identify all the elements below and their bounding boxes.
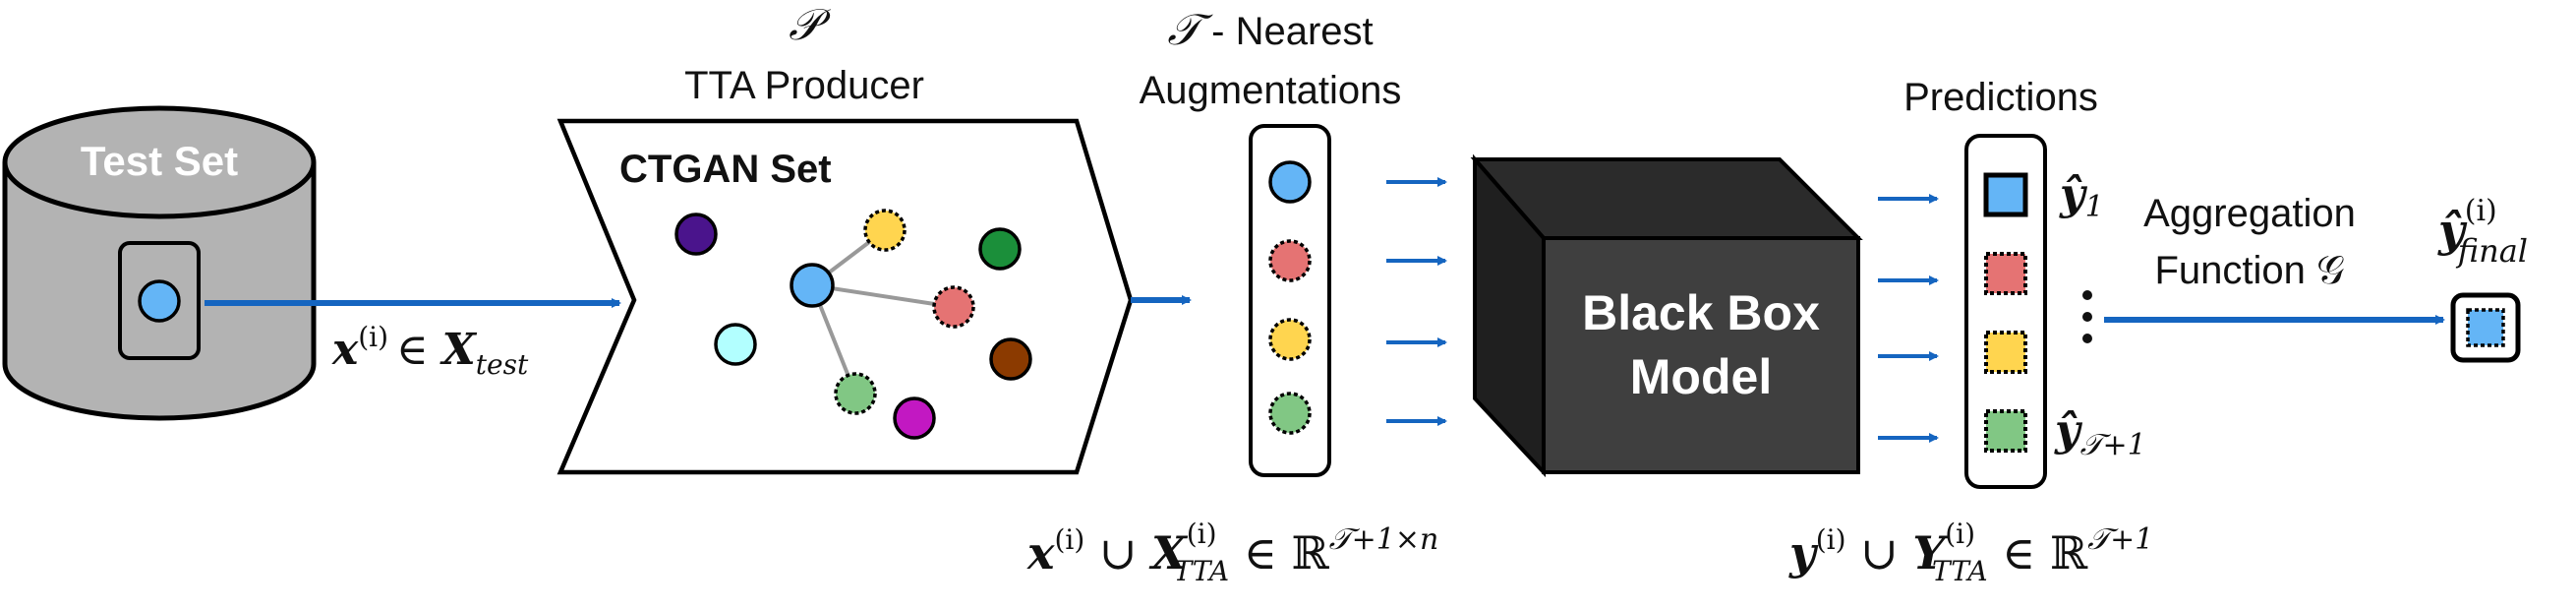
sample-node-center: [790, 263, 835, 308]
black-box-model: Black Box Model: [1470, 153, 1863, 478]
pred-square-blue: [1983, 172, 2028, 217]
aug-circle-yellow: [1268, 318, 1312, 361]
link-line: [811, 283, 955, 309]
input-label: x(i)∈ Xtest: [331, 321, 529, 381]
test-set-label: Test Set: [81, 138, 238, 184]
test-sample-circle: [138, 279, 181, 323]
tta-producer: 𝒫 TTA Producer CTGAN Set: [556, 0, 1134, 475]
sample-node-green: [834, 372, 877, 415]
first-prediction-label: ŷ1: [2059, 169, 2104, 224]
model-label-line1: Black Box: [1582, 285, 1820, 340]
pred-square-yellow: [1984, 331, 2027, 374]
producer-title: TTA Producer: [684, 64, 924, 107]
aggregation-label-line1: Aggregation: [2143, 192, 2356, 235]
final-prediction-label: ŷ(i)final: [2437, 194, 2528, 270]
final-prediction-square: [2466, 308, 2505, 347]
sample-node-brown: [989, 337, 1032, 381]
aug-circle-blue: [1268, 160, 1312, 204]
test-set-database: Test Set: [2, 105, 317, 421]
model-label-line2: Model: [1630, 349, 1772, 404]
aug-circle-green: [1268, 392, 1312, 435]
last-prediction-label: ŷ𝒯+1: [2054, 405, 2146, 462]
sample-node-red: [932, 285, 975, 329]
sample-node-cyan: [714, 323, 757, 366]
augmentation-formula: x(i) ∪ X(i)TTA ∈ ℝ𝒯+1×n: [1026, 518, 1438, 587]
producer-symbol: 𝒫: [789, 0, 831, 50]
nearest-title: 𝒯 - Nearest: [1167, 5, 1373, 55]
aug-circle-red: [1268, 239, 1312, 282]
sample-node-yellow: [863, 209, 907, 252]
nearest-subtitle: Augmentations: [1140, 69, 1402, 112]
pred-square-green: [1984, 409, 2027, 453]
producer-chevron: [556, 118, 1134, 475]
ellipsis-dot: [2082, 290, 2092, 300]
pred-square-red: [1984, 252, 2027, 295]
ellipsis-dot: [2082, 334, 2092, 343]
prediction-formula: y(i) ∪ Y(i)TTA ∈ ℝ𝒯+1: [1788, 518, 2153, 587]
predictions-box: [1964, 134, 2047, 489]
predictions-title: Predictions: [1903, 76, 2098, 119]
sample-node-purple: [674, 213, 718, 256]
ellipsis-dot: [2082, 312, 2092, 322]
augmentations-box: [1249, 124, 1331, 477]
ctgan-set-label: CTGAN Set: [619, 148, 832, 191]
sample-node-dark-green: [978, 227, 1022, 271]
cylinder-top: [2, 105, 317, 219]
cube-front: [1542, 236, 1860, 474]
sample-node-magenta: [893, 396, 936, 440]
aggregation-label-line2: Function 𝒢: [2154, 249, 2344, 292]
